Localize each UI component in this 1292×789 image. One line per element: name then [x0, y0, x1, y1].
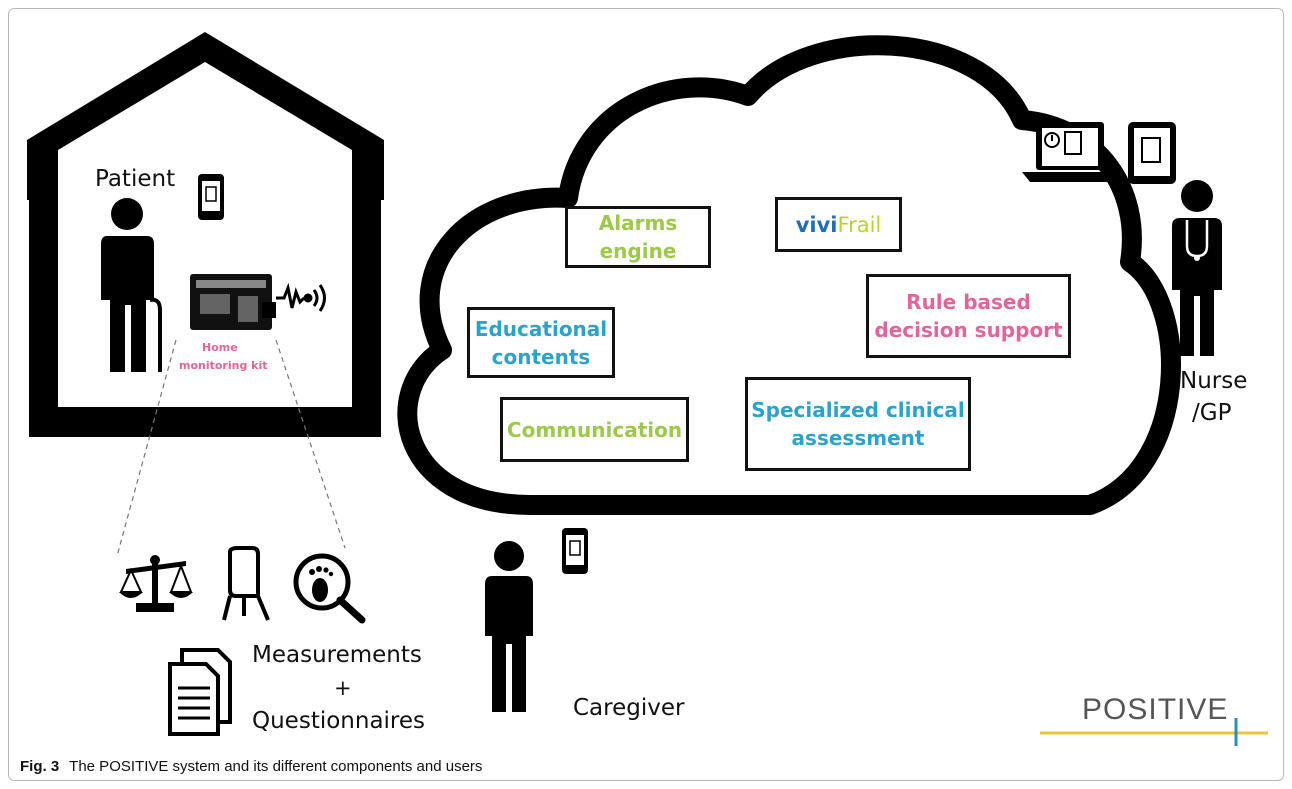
nurse-figure-icon [1172, 180, 1222, 356]
caption-text: The POSITIVE system and its different co… [69, 758, 483, 775]
wireless-signal-icon [276, 282, 326, 312]
positive-logo-mark [1040, 718, 1268, 746]
communication-box: Communication [500, 397, 689, 462]
figure-frame [8, 8, 1284, 781]
patient-figure-icon [101, 198, 162, 372]
rule-based-box: Rule based decision support [866, 274, 1071, 358]
caregiver-figure-icon [485, 541, 533, 712]
educational-contents-box: Educational contents [467, 307, 615, 378]
home-kit-label-1: Home [202, 341, 238, 354]
laptop-icon [1022, 122, 1118, 182]
caregiver-label: Caregiver [573, 695, 685, 721]
figure-caption: Fig. 3 The POSITIVE system and its differ… [20, 758, 482, 775]
documents-icon [168, 648, 232, 736]
home-kit-label-2: monitoring kit [179, 359, 268, 372]
house-icon [27, 32, 384, 437]
vivifrail-part-1: vivi [795, 212, 838, 237]
tablet-icon [1128, 122, 1176, 184]
nurse-label-2: /GP [1192, 400, 1232, 426]
specialized-assessment-box: Specialized clinical assessment [745, 377, 971, 471]
questionnaires-label: Questionnaires [252, 708, 426, 734]
dashed-connector [116, 339, 346, 557]
patient-smartphone-icon [198, 174, 224, 220]
chair-icon [222, 546, 270, 621]
caption-label: Fig. 3 [20, 758, 60, 775]
footprint-magnifier-icon [293, 553, 366, 624]
vivifrail-part-2: Frail [837, 212, 882, 237]
caregiver-smartphone-icon [562, 528, 588, 574]
cloud-shape [397, 35, 1181, 515]
alarms-engine-box: Alarms engine [565, 206, 711, 268]
patient-label: Patient [95, 166, 176, 192]
nurse-label-1: Nurse [1180, 368, 1248, 394]
monitoring-board-icon [190, 274, 276, 330]
measurements-label: Measurements [252, 642, 422, 668]
plus-label: + [334, 676, 352, 700]
scale-icon [119, 555, 193, 612]
positive-logo-text: POSITIVE [1082, 693, 1229, 726]
